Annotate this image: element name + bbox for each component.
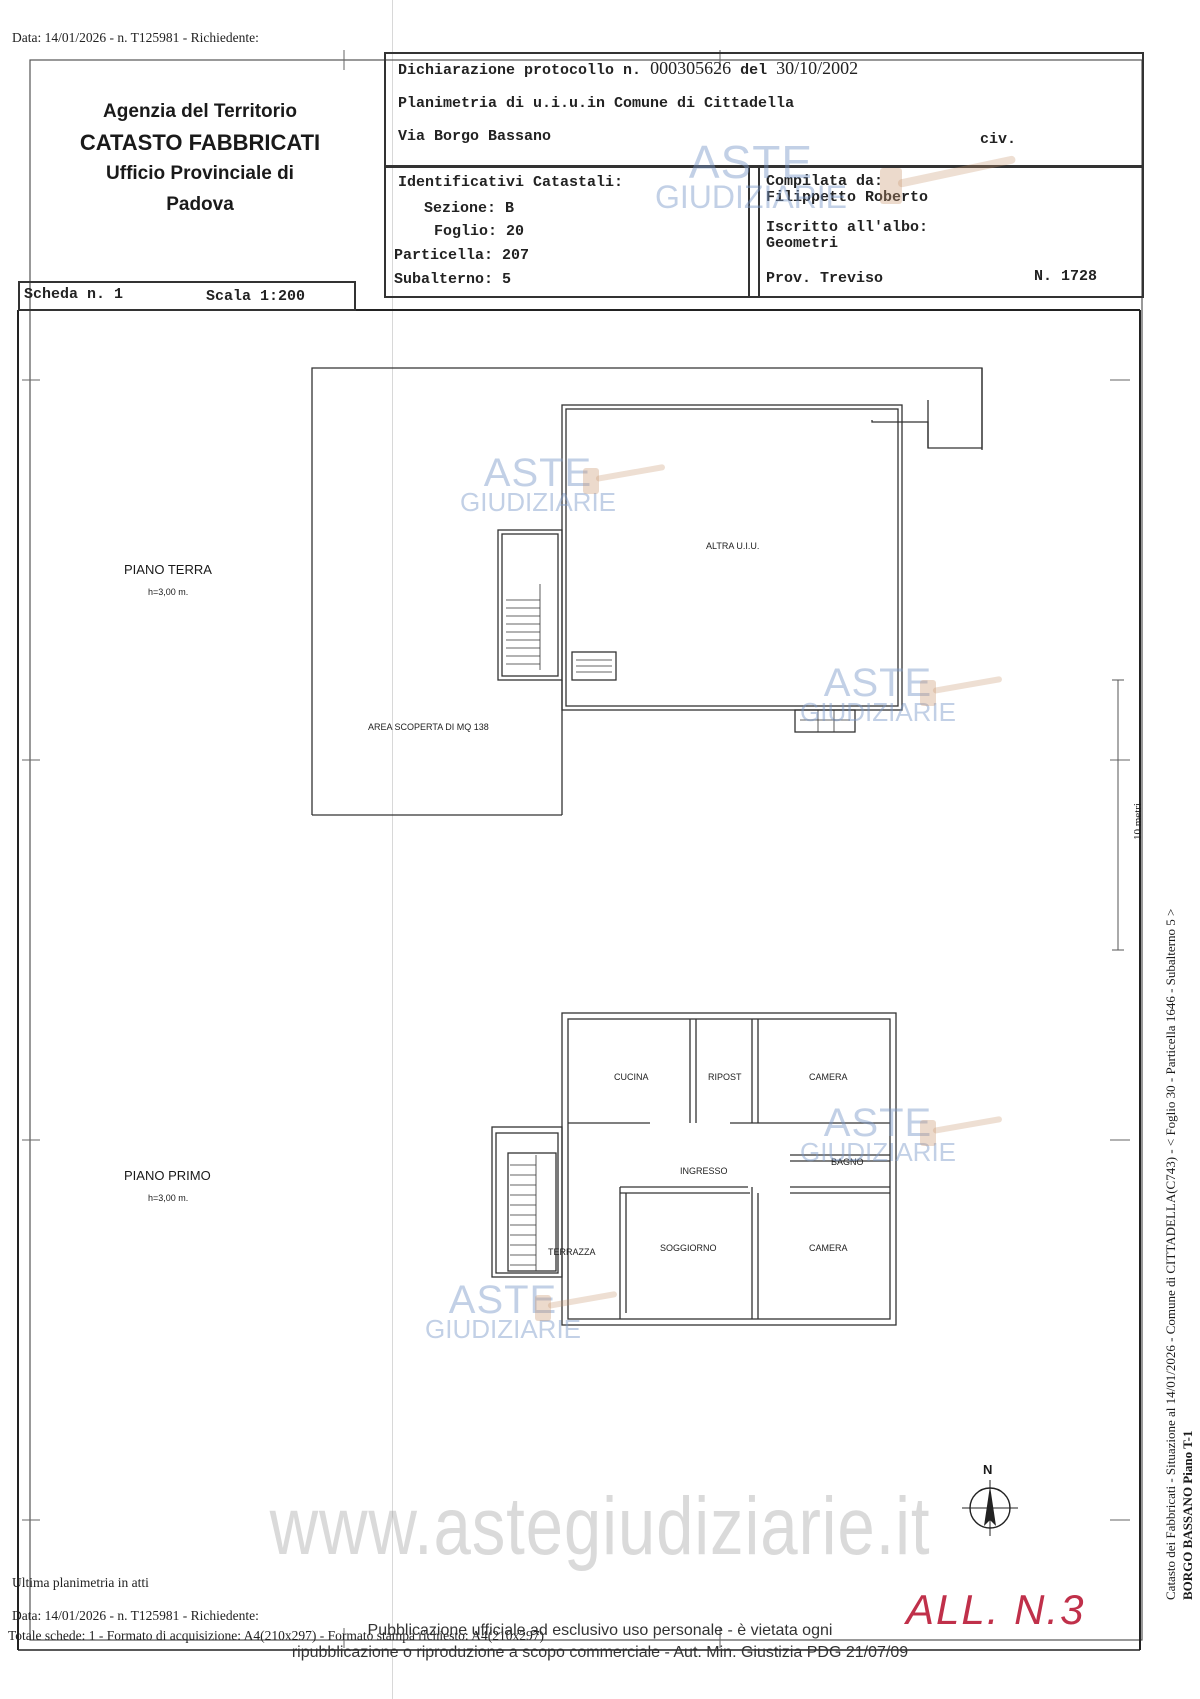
watermark-mid2: ASTE GIUDIZIARIE <box>800 661 957 727</box>
gavel-icon <box>920 676 1002 706</box>
room-terrazza: TERRAZZA <box>548 1247 596 1257</box>
compiler-name: Filippetto Roberto <box>766 189 929 206</box>
first-floor-plan <box>491 1012 897 1326</box>
protocol-label: Dichiarazione protocollo n. <box>398 62 642 79</box>
room-bagno: BAGNO <box>831 1157 864 1167</box>
protocol-date: 30/10/2002 <box>776 58 859 78</box>
first-floor-title: PIANO PRIMO <box>124 1168 211 1183</box>
watermark-mid3: ASTE GIUDIZIARIE <box>800 1101 957 1167</box>
side-text-line1: Catasto dei Fabbricati - Situazione al 1… <box>1163 908 1178 1600</box>
watermark-site: www.astegiudiziarie.it <box>269 1481 931 1572</box>
compiler-label: Compilata da: <box>766 173 884 190</box>
room-cucina: CUCINA <box>614 1072 649 1082</box>
footer-data-line: Data: 14/01/2026 - n. T125981 - Richiede… <box>12 1608 259 1623</box>
ground-floor-plan <box>311 367 983 816</box>
handwritten-annotation: ALL. N.3 <box>906 1586 1086 1633</box>
sezione: Sezione: B <box>424 200 515 217</box>
side-text-line2: BORGO BASSANO Piano T-1 <box>1180 1430 1195 1600</box>
agency-city: Padova <box>166 194 234 215</box>
agency-catasto: CATASTO FABBRICATI <box>79 130 321 155</box>
gavel-icon <box>920 1116 1002 1146</box>
scan-line <box>392 0 393 1699</box>
footer-ultima: Ultima planimetria in atti <box>12 1575 149 1590</box>
protocol-date-label: del <box>740 62 768 79</box>
agency-office: Ufficio Provinciale di <box>106 163 294 184</box>
footer-public-1: Pubblicazione ufficiale ad esclusivo uso… <box>367 1622 833 1639</box>
province: Prov. Treviso <box>766 270 884 287</box>
foglio: Foglio: 20 <box>434 223 525 240</box>
room-area-scoperta: AREA SCOPERTA DI MQ 138 <box>368 722 489 732</box>
north-label: N <box>983 1462 993 1477</box>
scheda-label: Scheda n. 1 <box>24 286 124 303</box>
albo-label: Iscritto all'albo: <box>766 219 929 236</box>
agency-block: Agenzia del Territorio CATASTO FABBRICAT… <box>60 96 340 220</box>
identifiers-box <box>384 166 760 298</box>
scale-bar-label: 10 metri <box>1132 803 1144 840</box>
watermark-aste: ASTE <box>688 136 814 188</box>
albo-number: N. 1728 <box>1034 268 1098 285</box>
room-ingresso: INGRESSO <box>680 1166 728 1176</box>
compiler-block: Compilata da: Filippetto Roberto <box>766 174 928 206</box>
ground-floor-height: h=3,00 m. <box>148 587 189 597</box>
watermark-mid1: ASTE GIUDIZIARIE <box>460 451 617 517</box>
planimetry-line: Planimetria di u.i.u.in Comune di Cittad… <box>398 95 795 112</box>
subalterno: Subalterno: 5 <box>394 271 512 288</box>
watermark-giudiziarie: GIUDIZIARIE <box>655 179 848 216</box>
protocol-number: 000305626 <box>650 58 732 78</box>
compiler-box <box>748 166 1144 298</box>
first-floor-height: h=3,00 m. <box>148 1193 189 1203</box>
room-camera-south: CAMERA <box>809 1243 848 1253</box>
watermark-top: ASTE GIUDIZIARIE <box>655 136 848 216</box>
scheda-box <box>18 281 356 311</box>
agency-name: Agenzia del Territorio <box>103 101 297 122</box>
gavel-icon <box>880 155 1016 204</box>
civ-label: civ. <box>980 131 1017 148</box>
street-line: Via Borgo Bassano <box>398 128 552 145</box>
room-soggiorno: SOGGIORNO <box>660 1243 717 1253</box>
room-altra-uiu: ALTRA U.I.U. <box>706 541 760 551</box>
footer-totale-line: Totale schede: 1 - Formato di acquisizio… <box>8 1628 544 1643</box>
room-camera-north: CAMERA <box>809 1072 848 1082</box>
header-date-line: Data: 14/01/2026 - n. T125981 - Richiede… <box>12 30 259 45</box>
compass-icon <box>962 1480 1018 1536</box>
albo-value: Geometri <box>766 235 839 252</box>
gavel-icon <box>583 464 665 494</box>
albo-block: Iscritto all'albo: Geometri <box>766 220 928 252</box>
ground-floor-title: PIANO TERRA <box>124 562 212 577</box>
particella: Particella: 207 <box>394 247 530 264</box>
footer-public-2: ripubblicazione o riproduzione a scopo c… <box>291 1644 909 1661</box>
protocol-line: Dichiarazione protocollo n. 000305626 de… <box>398 58 858 79</box>
gavel-icon <box>535 1291 617 1321</box>
identifiers-title: Identificativi Catastali: <box>398 174 624 191</box>
room-ripost: RIPOST <box>708 1072 742 1082</box>
scheda-scale: Scala 1:200 <box>206 288 306 305</box>
watermark-mid4: ASTE GIUDIZIARIE <box>425 1278 582 1344</box>
